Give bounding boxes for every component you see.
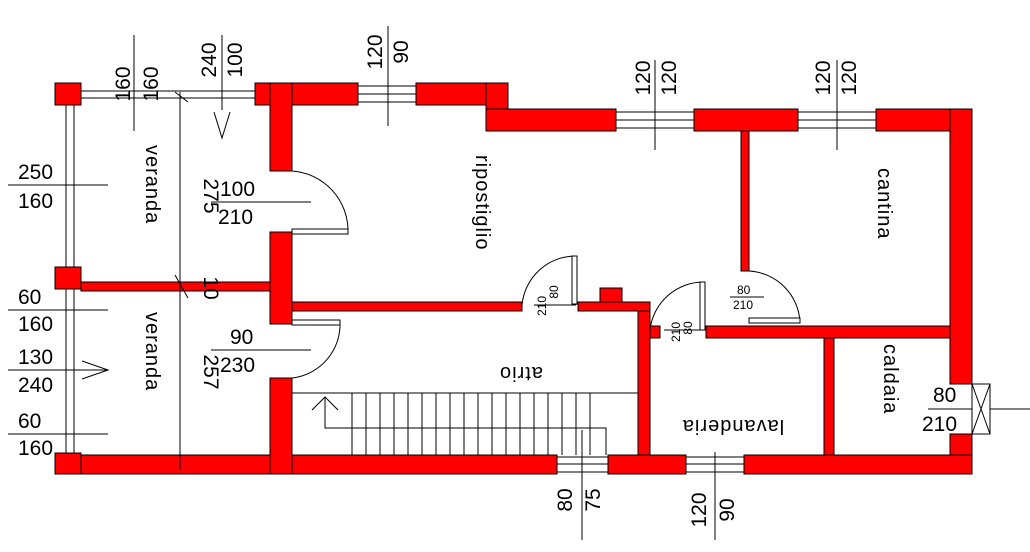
dim-top-window-2-a: 120 (632, 60, 655, 95)
room-label-veranda-bottom: veranda (141, 312, 163, 391)
wall-lavanderia-top (705, 325, 951, 339)
dim-door-cantina-a: 80 (737, 283, 751, 297)
wall-lavanderia-left (637, 310, 651, 456)
wall-interior-left-2 (269, 231, 293, 325)
wall-bottom-segment-3 (743, 454, 973, 475)
leader-lines (8, 26, 972, 540)
dim-top-window-3-b: 120 (838, 60, 861, 95)
wall-top-left-pillar (54, 82, 82, 106)
wall-chimney (599, 287, 623, 303)
dim-bottom-window-1-b: 75 (582, 488, 605, 511)
wall-left-pillar-bottom (54, 452, 82, 475)
dim-door-lavanderia-b: 210 (669, 322, 683, 342)
dim-left-window-3-a: 130 (18, 346, 53, 369)
dim-left-window-2-b: 160 (18, 313, 53, 336)
dim-left-window-1-a: 250 (18, 161, 53, 184)
wall-veranda-partition (80, 281, 276, 292)
dim-veranda-bottom-depth: 257 (199, 354, 222, 389)
wall-cantina-left (740, 130, 750, 272)
room-label-lavanderia: lavanderia (682, 415, 784, 437)
dim-door-veranda-top-a: 100 (220, 178, 255, 201)
dim-top-window-1-a: 120 (364, 34, 387, 69)
dim-door-lavanderia-a: 80 (681, 321, 695, 335)
room-label-caldaia: caldaia (879, 344, 901, 414)
dim-door-veranda-bottom-b: 230 (220, 354, 255, 377)
dim-veranda-wall: 10 (199, 276, 222, 299)
wall-interior-left-3 (269, 377, 293, 475)
door-swing-veranda-top (291, 170, 349, 233)
door-swings (291, 170, 801, 379)
room-label-cantina: cantina (873, 168, 895, 240)
wall-interior-left-1 (269, 82, 293, 172)
dim-bottom-window-2-b: 90 (716, 498, 739, 521)
dim-bottom-window-2-a: 120 (688, 492, 711, 527)
dim-left-window-4-a: 60 (18, 410, 41, 433)
wall-left-pillar-mid (54, 266, 82, 290)
dim-top-window-2-b: 120 (658, 60, 681, 95)
wall-atrio-top-2 (577, 301, 651, 312)
dim-top-door-a: 240 (198, 42, 221, 77)
dim-top-left-window-a: 160 (112, 66, 135, 101)
wall-bottom-segment-2 (607, 454, 687, 475)
dim-left-window-3-b: 240 (18, 374, 53, 397)
window-top-left (80, 90, 256, 99)
walls (54, 82, 973, 475)
dim-bottom-window-1-a: 80 (554, 488, 577, 511)
dim-door-veranda-top-b: 210 (218, 206, 253, 229)
wall-right-upper (949, 108, 973, 385)
dim-door-veranda-bottom-a: 90 (230, 326, 253, 349)
wall-lavanderia-top-stub (649, 325, 661, 339)
window-left-lower (65, 288, 75, 454)
wall-atrio-top-1 (291, 301, 523, 312)
dim-top-window-3-a: 120 (812, 60, 835, 95)
door-swing-veranda-bottom (291, 321, 341, 379)
dim-door-ripostiglio-b: 210 (535, 296, 549, 316)
dim-top-door-b: 100 (224, 42, 247, 77)
wall-bottom-segment-1 (54, 454, 558, 475)
room-label-ripostiglio: ripostiglio (471, 155, 493, 250)
room-labels: ripostiglio cantina veranda veranda atri… (141, 145, 901, 437)
dim-top-left-window-b: 160 (140, 66, 163, 101)
window-left-upper (65, 104, 75, 268)
opening-dimensions: 160 160 240 100 120 90 120 120 120 120 2… (18, 34, 957, 527)
dim-top-window-1-b: 90 (390, 40, 413, 63)
dim-door-caldaia-a: 80 (933, 384, 956, 407)
room-label-atrio: atrio (499, 362, 543, 384)
dim-door-caldaia-b: 210 (922, 413, 957, 436)
room-label-veranda-top: veranda (141, 145, 163, 224)
dim-left-window-1-b: 160 (18, 190, 53, 213)
dim-door-ripostiglio-a: 80 (547, 285, 561, 299)
dim-left-window-2-a: 60 (18, 286, 41, 309)
wall-top-segment-4 (693, 108, 799, 132)
wall-caldaia-left (823, 337, 835, 456)
dim-veranda-top-depth: 275 (199, 178, 222, 213)
dim-door-cantina-b: 210 (733, 298, 753, 312)
veranda-dimensions: 275 10 257 (199, 178, 222, 389)
stairs (292, 392, 638, 455)
door-swing-ripostiglio (521, 255, 577, 306)
dim-left-window-4-b: 160 (18, 437, 53, 460)
wall-top-segment-3 (485, 108, 617, 132)
